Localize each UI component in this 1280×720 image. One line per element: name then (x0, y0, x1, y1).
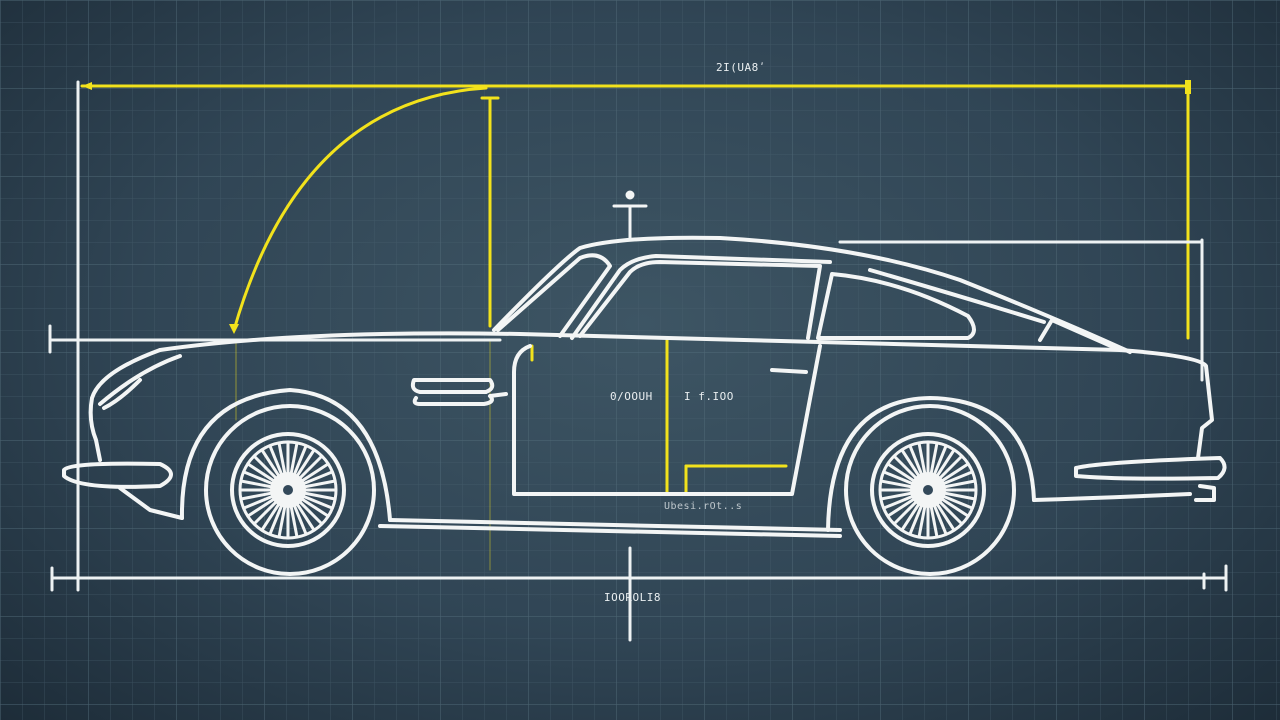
rear-quarter-window (816, 272, 976, 340)
bottom-dimension-label: IOOROLI8 (604, 591, 661, 604)
door-right-dimension-label: I f.IOO (684, 390, 734, 403)
rear-wheel (844, 404, 1016, 576)
belt-line (158, 331, 1214, 460)
front-wheel (204, 404, 376, 576)
roof-antenna (612, 190, 648, 242)
sill-dimension-label: Ubesi.rOt..s (664, 501, 743, 512)
nose-outline (88, 348, 162, 462)
rear-wheel-arch (826, 396, 1036, 532)
front-bumper (62, 461, 173, 489)
door-left-dimension-label: 0/OOUH (610, 390, 653, 403)
top-dimension-label: 2I(UA8ʹ (716, 61, 766, 74)
windshield (496, 253, 612, 338)
sill-line (388, 518, 842, 532)
door-outline (512, 344, 822, 496)
hood-arc-dimension (232, 86, 488, 332)
side-window (578, 260, 822, 340)
car-body-outline (62, 235, 1227, 538)
roof-line (492, 235, 1132, 354)
front-wheel-arch (179, 388, 392, 522)
door-handle (410, 378, 495, 394)
rear-bumper (1074, 456, 1227, 481)
white-dimensions (48, 80, 1228, 642)
